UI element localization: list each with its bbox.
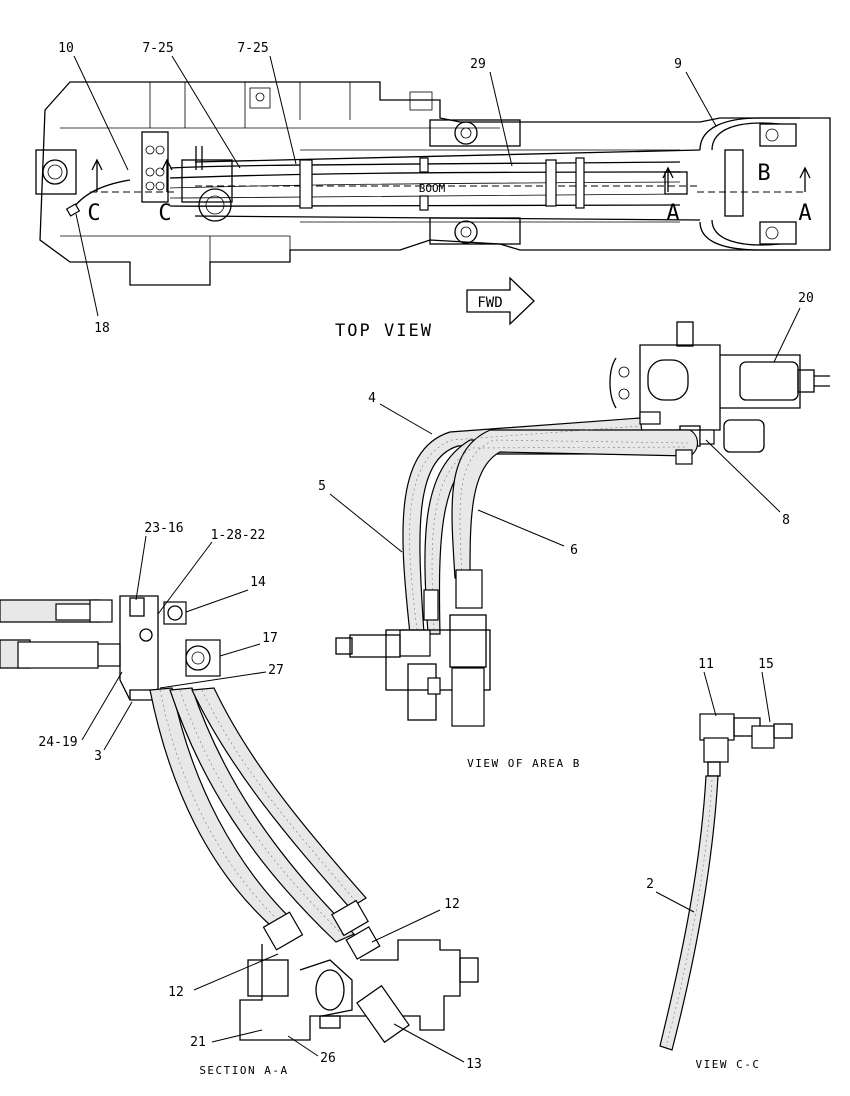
section-mark-c-left: C [87, 201, 100, 226]
callout-5: 5 [318, 479, 326, 494]
view-c-c-callouts: 11 15 2 [646, 657, 774, 913]
callout-14: 14 [250, 575, 266, 590]
forward-arrow-icon: FWD [466, 276, 535, 326]
callout-13: 13 [466, 1057, 482, 1072]
view-of-area-b [335, 321, 830, 727]
callout-18: 18 [94, 321, 110, 336]
boom-label: BOOM [419, 182, 446, 195]
callout-29: 29 [470, 57, 486, 72]
top-view-title: TOP VIEW [335, 321, 433, 341]
view-c-c-title: VIEW C-C [696, 1058, 761, 1071]
callout-12-upper: 12 [444, 897, 460, 912]
callout-23-16: 23-16 [144, 521, 183, 536]
callout-10: 10 [58, 41, 74, 56]
callout-24-19: 24-19 [38, 735, 77, 750]
top-view-callouts: 10 7-25 7-25 29 9 18 [58, 41, 717, 336]
callout-7-25-a: 7-25 [142, 41, 173, 56]
fwd-label: FWD [477, 295, 502, 311]
callout-3: 3 [94, 749, 102, 764]
callout-27: 27 [268, 663, 284, 678]
view-c-c [659, 713, 793, 1051]
callout-7-25-b: 7-25 [237, 41, 268, 56]
callout-4: 4 [368, 391, 376, 406]
callout-9: 9 [674, 57, 682, 72]
section-mark-c-right: C [158, 201, 171, 226]
callout-11: 11 [698, 657, 714, 672]
section-a-a-title: SECTION A-A [199, 1064, 288, 1077]
section-mark-b: B [757, 161, 770, 186]
section-a-a [0, 595, 479, 1044]
callout-26: 26 [320, 1051, 336, 1066]
view-b-callouts: 20 4 5 6 8 [318, 291, 814, 558]
section-mark-a-left: A [666, 201, 679, 226]
view-of-area-b-title: VIEW OF AREA B [467, 757, 581, 770]
callout-20: 20 [798, 291, 814, 306]
callout-17: 17 [262, 631, 278, 646]
callout-21: 21 [190, 1035, 206, 1050]
top-view: C C A A B BOOM [35, 81, 831, 286]
callout-6: 6 [570, 543, 578, 558]
section-mark-a-right: A [798, 201, 811, 226]
callout-15: 15 [758, 657, 774, 672]
callout-2: 2 [646, 877, 654, 892]
callout-8: 8 [782, 513, 790, 528]
callout-12-lower: 12 [168, 985, 184, 1000]
callout-1-28-22: 1-28-22 [211, 528, 266, 543]
section-a-a-callouts: 23-16 1-28-22 14 17 27 24-19 3 12 12 13 … [38, 521, 481, 1072]
